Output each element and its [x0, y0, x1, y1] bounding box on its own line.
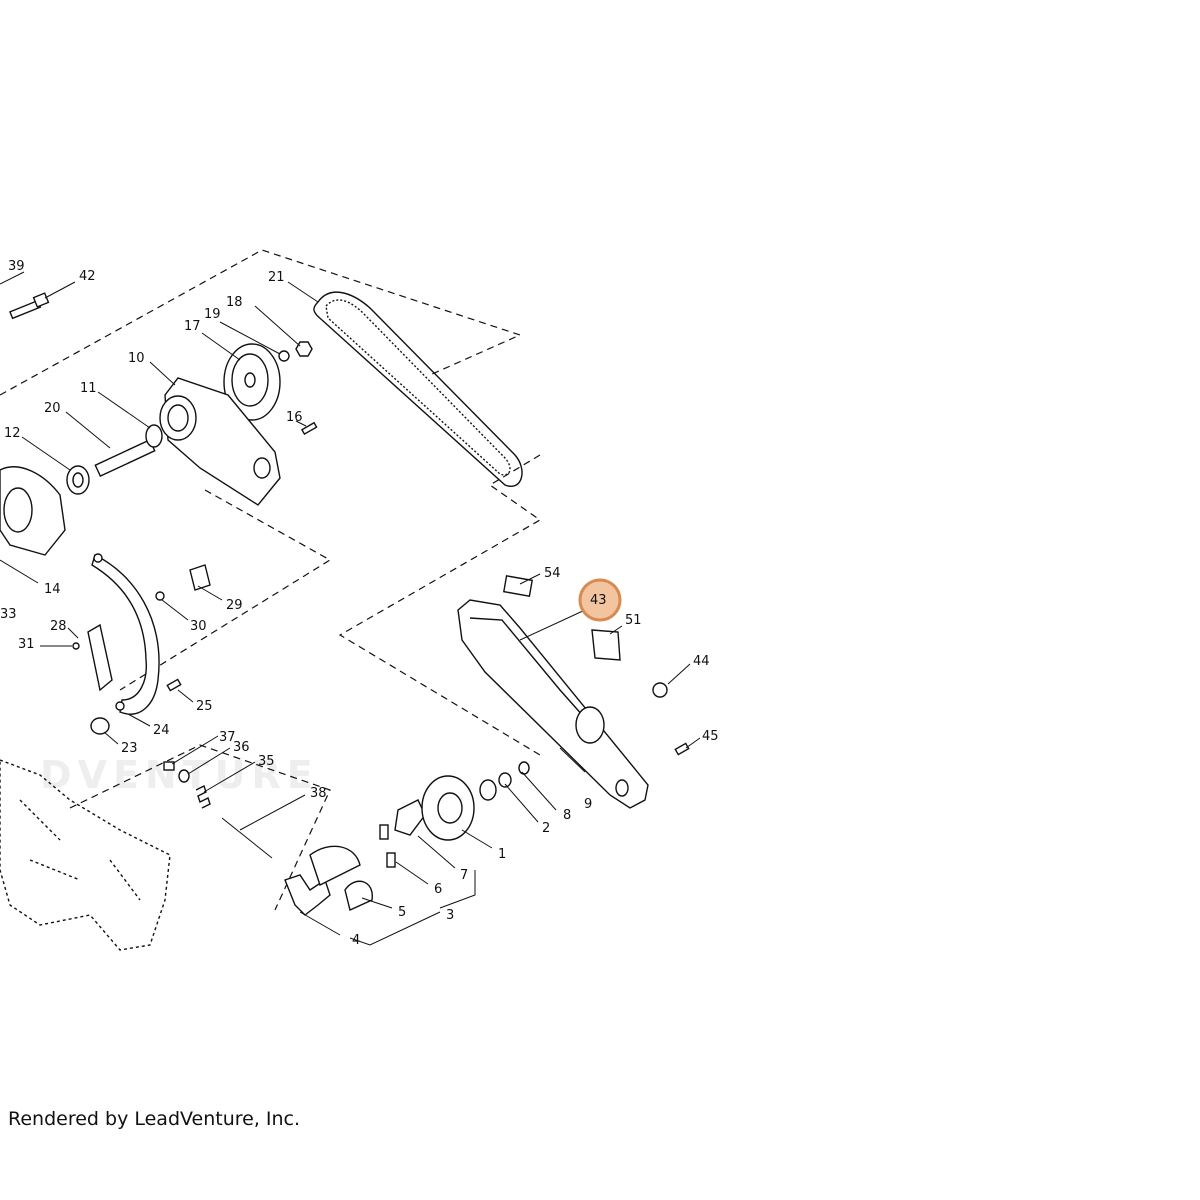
- callout-6[interactable]: 6: [434, 882, 442, 897]
- engine-block-icon: [0, 759, 171, 951]
- callout-51[interactable]: 51: [625, 613, 642, 628]
- callout-11[interactable]: 11: [80, 381, 97, 396]
- cap-icon: [652, 682, 668, 698]
- callout-30[interactable]: 30: [190, 619, 207, 634]
- screw-icon: [72, 642, 80, 650]
- spider-icon: [284, 874, 331, 916]
- washer-icon: [178, 769, 190, 783]
- callout-2[interactable]: 2: [542, 821, 550, 836]
- washer-icon: [278, 350, 290, 362]
- spring-icon: [386, 852, 396, 868]
- callout-labels: 39 42 21 18 19 17 10 11 20 16 12 14 33 2…: [0, 259, 719, 948]
- footer-credit: Rendered by LeadVenture, Inc.: [8, 1108, 301, 1130]
- callout-29[interactable]: 29: [226, 598, 243, 613]
- drive-belt-icon: [313, 291, 523, 488]
- callout-54[interactable]: 54: [544, 566, 561, 581]
- bolt-icon: [300, 421, 318, 436]
- watermark-text: DVENTURE: [40, 753, 319, 797]
- bearing-icon: [145, 424, 163, 448]
- bolt-icon: [9, 292, 50, 320]
- belt-guard-icon: [457, 599, 649, 809]
- callout-37[interactable]: 37: [219, 730, 236, 745]
- callout-43[interactable]: 43: [590, 593, 607, 608]
- leader-lines: [0, 271, 701, 946]
- highlight-marker[interactable]: [578, 578, 622, 622]
- callout-17[interactable]: 17: [184, 319, 201, 334]
- decal-icon: [591, 629, 621, 661]
- weight-shoe-icon: [344, 880, 373, 911]
- callout-1[interactable]: 1: [498, 847, 506, 862]
- callout-38[interactable]: 38: [310, 786, 327, 801]
- washer-icon: [498, 772, 512, 788]
- callout-3[interactable]: 3: [446, 908, 454, 923]
- bolt-icon: [166, 678, 182, 692]
- callout-35[interactable]: 35: [258, 754, 275, 769]
- callout-4[interactable]: 4: [352, 933, 360, 948]
- callout-5[interactable]: 5: [398, 905, 406, 920]
- callout-42[interactable]: 42: [79, 269, 96, 284]
- callout-36[interactable]: 36: [233, 740, 250, 755]
- pulley-icon: [223, 343, 281, 421]
- callout-19[interactable]: 19: [204, 307, 221, 322]
- callout-31[interactable]: 31: [18, 637, 35, 652]
- callout-23[interactable]: 23: [121, 741, 138, 756]
- bracket-icon: [87, 623, 113, 692]
- callout-44[interactable]: 44: [693, 654, 710, 669]
- callout-21[interactable]: 21: [268, 270, 285, 285]
- cover-icon: [0, 466, 66, 556]
- callout-16[interactable]: 16: [286, 410, 303, 425]
- knob-icon: [189, 564, 211, 591]
- callout-25[interactable]: 25: [196, 699, 213, 714]
- shaft-icon: [94, 438, 156, 478]
- spring-icon: [379, 824, 389, 840]
- callout-20[interactable]: 20: [44, 401, 61, 416]
- callout-18[interactable]: 18: [226, 295, 243, 310]
- clutch-hub-icon: [394, 799, 426, 836]
- washer-icon: [155, 591, 165, 601]
- housing-plate-icon: [159, 377, 281, 506]
- callout-39[interactable]: 39: [8, 259, 25, 274]
- bolt-icon: [674, 742, 690, 756]
- gear-icon: [479, 779, 497, 801]
- callout-24[interactable]: 24: [153, 723, 170, 738]
- callout-8[interactable]: 8: [563, 808, 571, 823]
- callout-45[interactable]: 45: [702, 729, 719, 744]
- nut-icon: [163, 761, 175, 771]
- callout-28[interactable]: 28: [50, 619, 67, 634]
- callout-9[interactable]: 9: [584, 797, 592, 812]
- callout-7[interactable]: 7: [460, 868, 468, 883]
- long-bolt-icon: [221, 817, 273, 859]
- weight-shoe-icon: [309, 845, 361, 886]
- callout-10[interactable]: 10: [128, 351, 145, 366]
- tension-arm-icon: [91, 553, 160, 715]
- snap-ring-icon: [518, 761, 530, 775]
- spring-icon: [195, 785, 211, 809]
- callout-14[interactable]: 14: [44, 582, 61, 597]
- callout-12[interactable]: 12: [4, 426, 21, 441]
- callout-33[interactable]: 33: [0, 607, 17, 622]
- roller-icon: [90, 717, 110, 735]
- decal-icon: [502, 575, 534, 597]
